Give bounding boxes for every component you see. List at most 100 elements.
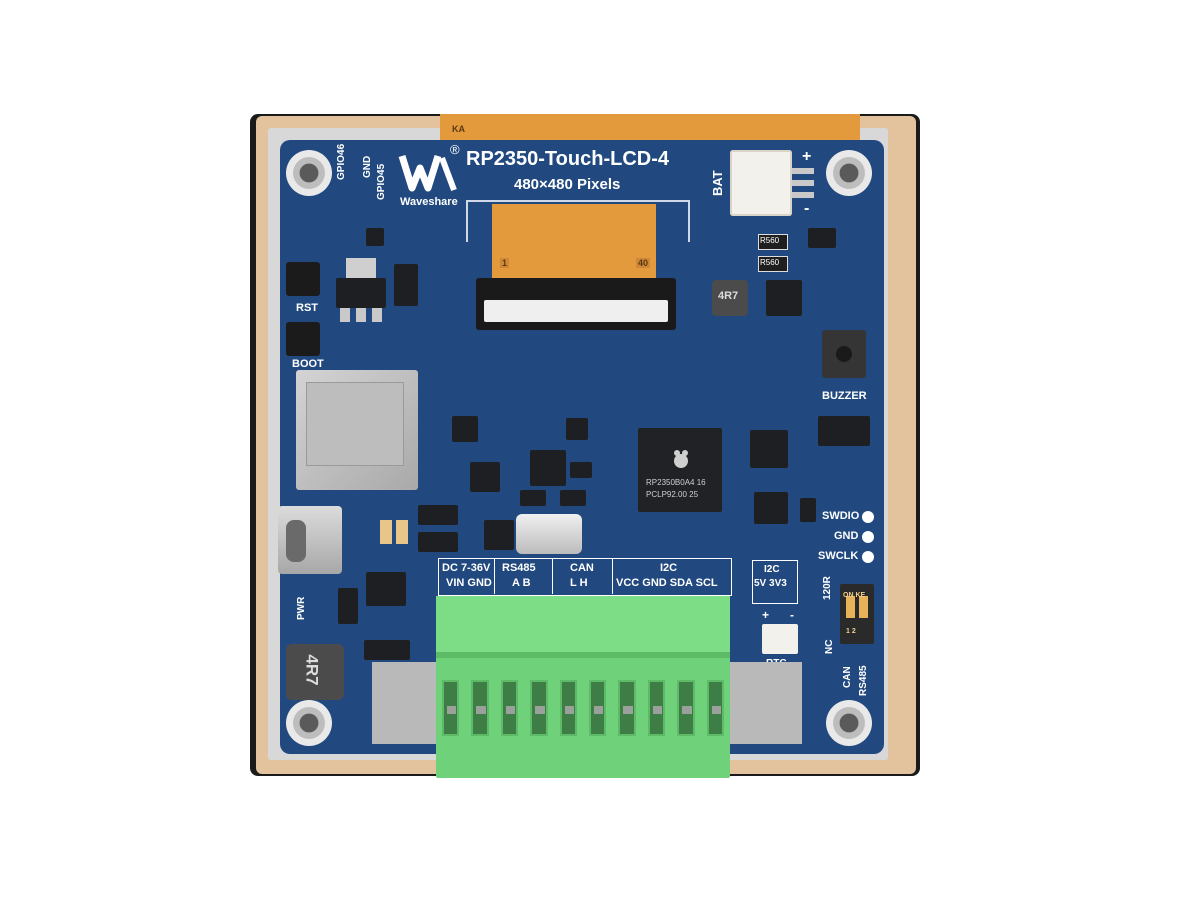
r560-b-label: R560 [760, 258, 780, 267]
chip-right-5 [754, 492, 788, 524]
terminal-pin-slot[interactable] [530, 680, 548, 736]
battery-connector-pins [792, 168, 814, 198]
flex-top-label: KA [452, 124, 465, 134]
chip-diode-2 [418, 532, 458, 552]
label-pwr: PWR [296, 596, 307, 620]
label-120r: 120R [822, 576, 833, 600]
label-nc: NC [824, 639, 835, 654]
label-rst: RST [296, 302, 318, 314]
dip-switch-toggle-1[interactable] [846, 596, 855, 618]
imu-chip [566, 418, 588, 440]
label-boot: BOOT [292, 358, 324, 370]
label-swdio: SWDIO [822, 510, 860, 522]
resistor-r560-a [758, 234, 788, 250]
chip-center-6 [560, 490, 586, 506]
label-gpio46: GPIO46 [336, 143, 347, 180]
chip-right-4 [750, 430, 788, 468]
fpc-pin-end: 40 [636, 258, 651, 268]
dip-num-label: 1 2 [846, 628, 856, 635]
chip-diode-3 [484, 520, 514, 550]
mount-hole-top-left [286, 150, 332, 196]
terminal-pin-slot[interactable] [618, 680, 636, 736]
label-bat-minus: - [804, 200, 810, 217]
terminal-silk-div-1 [494, 558, 495, 594]
terminal-screw-contact [535, 706, 545, 714]
regulator-tab [346, 258, 376, 280]
shield-right [728, 662, 802, 744]
brand-name: Waveshare [400, 196, 458, 208]
terminal-pin-slot[interactable] [677, 680, 695, 736]
gnd-swd-pad[interactable] [862, 531, 874, 543]
resistor-r560-b [758, 256, 788, 272]
terminal-block-rib [436, 652, 730, 658]
dip-switch[interactable] [840, 584, 874, 644]
i2c-header-box [752, 560, 798, 604]
small-inductor [712, 280, 748, 316]
regulator-pin-2 [356, 308, 366, 322]
terminal-pin-slot[interactable] [647, 680, 666, 736]
terminal-pins-i2c: VCC GND SDA SCL [616, 577, 718, 589]
label-gnd-top: GND [362, 155, 373, 178]
terminal-group-i2c: I2C [660, 562, 678, 574]
terminal-pin-slot[interactable] [500, 680, 519, 736]
label-bat-plus: + [802, 148, 812, 165]
label-can-switch: CAN [842, 666, 853, 688]
dip-on-label: ON KE [843, 592, 866, 599]
chip-center-5 [520, 490, 546, 506]
terminal-group-dc: DC 7-36V [442, 562, 491, 574]
small-ic-top [366, 228, 384, 246]
terminal-silk-box [438, 558, 732, 596]
fpc-pin-start: 1 [500, 258, 510, 268]
terminal-pins-row [436, 680, 730, 760]
power-inductor-large [286, 644, 344, 700]
fpc-latch [484, 300, 668, 322]
label-gpio45: GPIO45 [376, 163, 387, 200]
rp2350-mcu [638, 428, 722, 512]
raspberry-pi-logo-icon [670, 448, 692, 470]
board-title: RP2350-Touch-LCD-4 [466, 148, 669, 170]
swclk-pad[interactable] [862, 551, 874, 563]
swdio-pad[interactable] [862, 511, 874, 523]
terminal-pins-rs485: A B [512, 577, 531, 589]
terminal-screw-contact [505, 706, 516, 714]
chip-right-2 [808, 228, 836, 248]
mount-hole-top-right [826, 150, 872, 196]
r560-a-label: R560 [760, 236, 780, 245]
buzzer-hole [836, 346, 852, 362]
rtc-connector[interactable] [762, 624, 798, 654]
inductor-small-marking: 4R7 [718, 290, 739, 302]
i2c-header-voltages: 5V 3V3 [754, 578, 787, 589]
terminal-pin-slot[interactable] [706, 680, 724, 736]
i2c-header-label: I2C [764, 564, 780, 575]
chip-diode-1 [418, 505, 458, 525]
cap-yellow-2 [396, 520, 408, 544]
terminal-group-can: CAN [570, 562, 594, 574]
inductor-big-marking: 4R7 [302, 654, 322, 686]
chip-right-6 [800, 498, 816, 522]
chip-center-4 [570, 462, 592, 478]
terminal-pin-slot[interactable] [471, 680, 489, 736]
boot-button[interactable] [286, 322, 320, 356]
mcu-marking-2: PCLP92.00 25 [646, 490, 699, 499]
waveshare-logo-mark [398, 154, 457, 192]
regulator-chip [336, 278, 386, 308]
chip-center-2 [530, 450, 566, 486]
flex-cable-top [440, 114, 860, 140]
vp-chip [366, 572, 406, 606]
terminal-pins-dc: VIN GND [446, 577, 492, 589]
crystal-oscillator [516, 514, 582, 554]
terminal-screw-contact [476, 706, 486, 714]
terminal-silk-div-2 [552, 558, 553, 594]
regulator-pin-3 [372, 308, 382, 322]
mosfet-chip [394, 264, 418, 306]
terminal-screw-contact [623, 706, 633, 714]
terminal-pin-slot[interactable] [442, 680, 460, 736]
terminal-pin-slot[interactable] [589, 680, 607, 736]
fpc-orange-flex [492, 204, 656, 278]
dip-switch-toggle-2[interactable] [859, 596, 868, 618]
rst-button[interactable] [286, 262, 320, 296]
terminal-pin-slot[interactable] [559, 680, 577, 736]
label-bat: BAT [710, 170, 725, 196]
battery-connector[interactable] [730, 150, 792, 216]
waveshare-logo [398, 150, 462, 196]
